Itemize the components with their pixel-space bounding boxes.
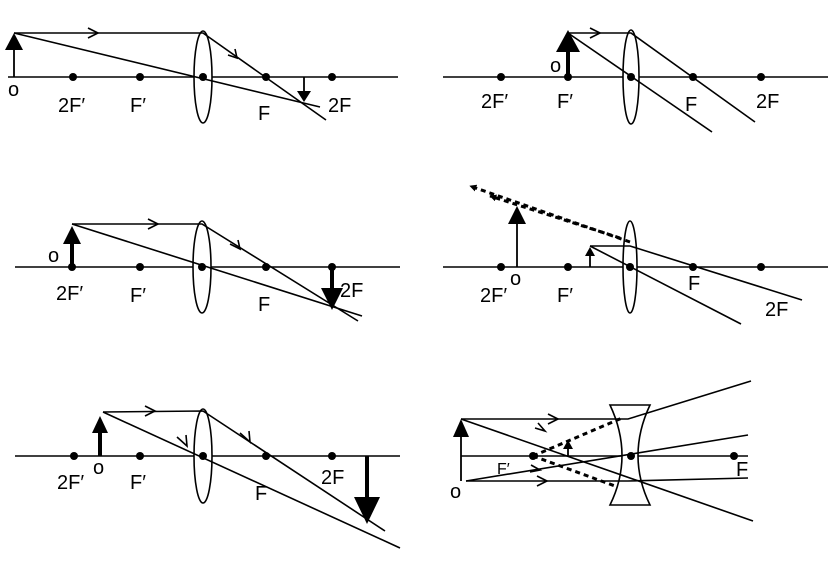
label-f: F (688, 273, 700, 295)
virtual-image-arrowhead (563, 440, 573, 449)
object-arrowhead (63, 226, 81, 244)
label-f-prime: F′ (557, 285, 573, 307)
label-f-prime: F′ (497, 461, 510, 478)
label-f: F (685, 94, 697, 116)
image-arrowhead (354, 497, 380, 524)
panel-1-object-beyond-2f: o 2F′ F′ F 2F (5, 27, 398, 125)
label-2f: 2F (328, 95, 351, 117)
panel-2-object-at-f-prime: o 2F′ F′ F 2F (443, 27, 828, 133)
label-2f-prime: 2F′ (58, 95, 85, 117)
label-f: F (258, 103, 270, 125)
image-arrowhead (297, 91, 311, 102)
focal-points (70, 452, 336, 460)
label-f-prime: F′ (130, 285, 146, 307)
panel-6-concave-lens: o F′ F (450, 380, 754, 522)
label-2f: 2F (340, 280, 363, 302)
label-f: F (736, 459, 748, 481)
object-label: o (8, 79, 19, 101)
ray-through-center (567, 32, 713, 133)
object-arrowhead (92, 416, 108, 433)
label-2f: 2F (321, 467, 344, 489)
label-2f-prime: 2F′ (480, 285, 507, 307)
ray-through-center (102, 411, 401, 549)
label-2f-prime: 2F′ (481, 91, 508, 113)
ray-direction-arrow (227, 48, 239, 60)
ray-parallel (590, 245, 803, 301)
label-2f: 2F (756, 91, 779, 113)
ray-through-center (13, 32, 321, 108)
object-label: o (510, 268, 521, 290)
virtual-ray-extension (489, 194, 621, 240)
label-f-prime: F′ (130, 95, 146, 117)
object-label: o (550, 55, 561, 77)
ray-parallel (102, 410, 386, 532)
ray-direction-arrow (239, 430, 251, 444)
ray-direction-arrow (547, 413, 560, 425)
object-arrowhead (453, 419, 469, 437)
ray-direction-arrow (87, 27, 100, 39)
ray-direction-arrow (534, 422, 548, 433)
ray-direction-arrow (529, 464, 543, 473)
image-arrowhead (321, 288, 343, 310)
ray-parallel (461, 380, 752, 420)
label-f: F (255, 483, 267, 505)
object-label: o (48, 245, 59, 267)
object-label: o (93, 457, 104, 479)
ray-direction-arrow (536, 475, 549, 487)
ray-direction-arrow (229, 239, 242, 251)
virtual-ray-extension (532, 454, 616, 488)
virtual-image-arrowhead (508, 206, 526, 224)
object-arrowhead (5, 33, 23, 50)
ray-through-center (71, 223, 363, 317)
ray-parallel (14, 32, 327, 121)
panel-4-object-inside-f-virtual-image: o 2F′ F′ F 2F (443, 184, 828, 325)
ray-parallel (72, 223, 359, 322)
ray-through-center (589, 245, 742, 325)
object-label: o (450, 481, 461, 503)
label-2f-prime: 2F′ (57, 472, 84, 494)
ray-direction-arrow (147, 218, 160, 230)
ray-direction-arrow (589, 27, 602, 39)
ray-through-center (460, 418, 754, 522)
object-arrowhead (556, 30, 580, 52)
label-f-prime: F′ (130, 472, 146, 494)
label-2f: 2F (765, 299, 788, 321)
ray-through-center-lower (465, 434, 749, 482)
panel-3-object-at-2f-prime: o 2F′ F′ F 2F (15, 218, 400, 322)
virtual-ray-extension (532, 416, 623, 458)
label-f-prime: F′ (557, 91, 573, 113)
object-arrowhead (585, 247, 595, 256)
ray-parallel (568, 32, 756, 123)
panel-5-object-between-2f-prime-and-f-prime: o 2F′ F′ F 2F (15, 405, 401, 549)
ray-direction-arrow (176, 434, 188, 448)
label-2f-prime: 2F′ (56, 283, 83, 305)
ray-parallel-lower (466, 477, 749, 482)
label-f: F (258, 294, 270, 316)
ray-direction-arrow (144, 405, 157, 417)
focal-points (497, 73, 765, 81)
